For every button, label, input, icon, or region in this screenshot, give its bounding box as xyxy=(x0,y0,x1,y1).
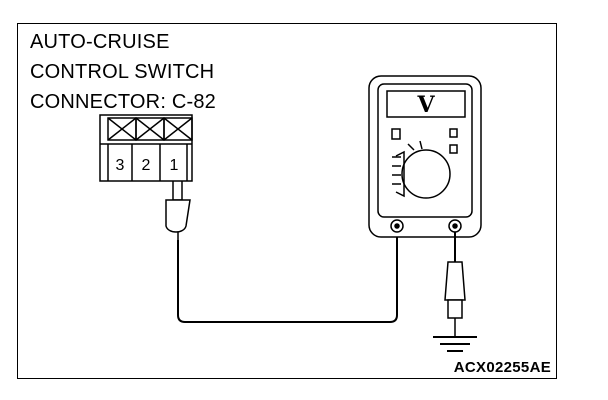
pin-label-3: 3 xyxy=(116,157,125,174)
voltmeter xyxy=(368,75,482,238)
jack-center xyxy=(394,223,400,229)
title-line-3: CONNECTOR: C-82 xyxy=(30,91,216,113)
jack-center xyxy=(452,223,458,229)
range-selector-dial xyxy=(401,149,451,199)
test-probe-ground xyxy=(444,232,466,336)
meter-display xyxy=(386,90,466,118)
meter-mode-label: V xyxy=(416,92,435,118)
lead-wire-positive xyxy=(177,226,398,323)
title-line-2: CONTROL SWITCH xyxy=(30,61,215,83)
range-scale xyxy=(395,150,405,198)
range-ticks xyxy=(392,140,423,185)
test-probe-positive xyxy=(165,181,191,240)
ground-icon xyxy=(433,336,477,352)
meter-button xyxy=(449,144,458,154)
meter-button xyxy=(449,128,458,138)
pin-label-1: 1 xyxy=(170,157,179,174)
connector-blank-cavities xyxy=(107,117,193,141)
pin-label-2: 2 xyxy=(142,157,151,174)
reference-code: ACX02255AE xyxy=(453,359,551,376)
connector-c82 xyxy=(99,114,193,182)
connector-housing xyxy=(99,114,193,182)
meter-button xyxy=(391,128,401,140)
title-line-1: AUTO-CRUISE xyxy=(30,31,170,53)
